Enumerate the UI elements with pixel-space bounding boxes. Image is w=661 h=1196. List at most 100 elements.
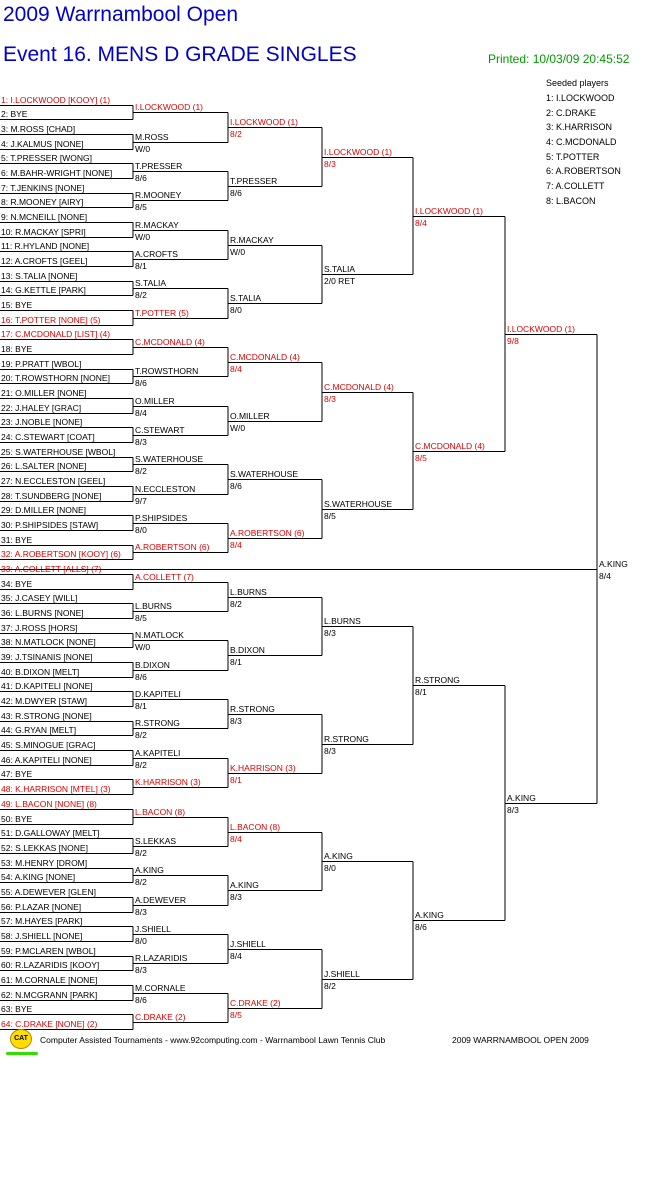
match-score: 8/5 [230,1010,242,1020]
match-score: 8/6 [135,173,147,183]
draw-entry: 2: BYE [1,109,28,119]
match-score: 8/3 [230,716,242,726]
draw-entry: 56: P.LAZAR [NONE] [1,902,81,912]
draw-entry: 5: T.PRESSER [WONG] [1,153,92,163]
seeded-player: 5: T.POTTER [546,152,600,162]
draw-entry: 21: O.MILLER [NONE] [1,388,87,398]
winner-name: C.MCDONALD (4) [135,337,205,347]
winner-name: S.TALIA [324,264,355,274]
draw-entry: 46: A.KAPITELI [NONE] [1,755,92,765]
winner-name: A.ROBERTSON (6) [230,528,305,538]
winner-name: A.ROBERTSON (6) [135,542,210,552]
winner-name: P.SHIPSIDES [135,513,188,523]
match-score: 8/6 [135,995,147,1005]
match-score: 8/3 [324,628,336,638]
draw-entry: 64: C.DRAKE [NONE] (2) [1,1019,98,1029]
draw-entry: 55: A.DEWEVER [GLEN] [1,887,96,897]
winner-name: S.WATERHOUSE [135,454,203,464]
seeded-player: 4: C.MCDONALD [546,137,617,147]
winner-name: N.MATLOCK [135,630,184,640]
match-score: W/0 [230,247,245,257]
winner-name: I.LOCKWOOD (1) [324,147,392,157]
winner-name: C.MCDONALD (4) [415,441,485,451]
match-score: 8/0 [324,863,336,873]
winner-name: J.SHIELL [135,924,171,934]
winner-name: K.HARRISON (3) [230,763,296,773]
seeded-player: 8: L.BACON [546,196,596,206]
draw-entry: 3: M.ROSS [CHAD] [1,124,75,134]
match-score: W/0 [135,144,150,154]
draw-entry: 13: S.TALIA [NONE] [1,271,77,281]
draw-entry: 31: BYE [1,535,33,545]
winner-name: S.TALIA [135,278,166,288]
draw-entry: 37: J.ROSS [HORS] [1,623,78,633]
match-score: 8/5 [135,202,147,212]
match-score: 8/4 [230,834,242,844]
match-score: 8/3 [135,437,147,447]
match-score: 8/5 [415,453,427,463]
draw-entry: 61: M.CORNALE [NONE] [1,975,97,985]
match-score: 2/0 RET [324,276,355,286]
winner-name: C.MCDONALD (4) [230,352,300,362]
winner-name: C.DRAKE (2) [230,998,281,1008]
winner-name: S.LEKKAS [135,836,176,846]
draw-entry: 50: BYE [1,814,33,824]
match-score: 8/4 [135,408,147,418]
match-score: 8/6 [230,188,242,198]
winner-name: J.SHIELL [230,939,266,949]
match-score: 8/3 [135,965,147,975]
winner-name: L.BACON (8) [135,807,185,817]
winner-name: R.STRONG [415,675,460,685]
winner-name: L.BURNS [135,601,172,611]
match-score: 8/6 [415,922,427,932]
seeded-player: 2: C.DRAKE [546,108,597,118]
draw-entry: 29: D.MILLER [NONE] [1,505,86,515]
match-score: 9/8 [507,336,519,346]
draw-entry: 20: T.ROWSTHORN [NONE] [1,373,110,383]
draw-entry: 26: L.SALTER [NONE] [1,461,86,471]
match-score: 8/2 [135,466,147,476]
seeded-player: 1: I.LOCKWOOD [546,93,615,103]
draw-entry: 57: M.HAYES [PARK] [1,916,82,926]
winner-name: R.MACKAY [135,220,179,230]
winner-name: A.KAPITELI [135,748,180,758]
winner-name: L.BURNS [324,616,361,626]
match-score: 8/6 [230,481,242,491]
match-score: 8/3 [324,746,336,756]
match-score: 8/6 [135,378,147,388]
match-score: 8/4 [230,540,242,550]
draw-entry: 11: R.HYLAND [NONE] [1,241,89,251]
match-score: 8/2 [324,981,336,991]
winner-name: A.KING [135,865,164,875]
winner-name: I.LOCKWOOD (1) [507,324,575,334]
draw-entry: 9: N.MCNEILL [NONE] [1,212,87,222]
winner-name: D.KAPITELI [135,689,181,699]
draw-entry: 40: B.DIXON [MELT] [1,667,79,677]
draw-entry: 54: A.KING [NONE] [1,872,75,882]
seeded-player: 7: A.COLLETT [546,181,605,191]
winner-name: C.STEWART [135,425,185,435]
draw-entry: 24: C.STEWART [COAT] [1,432,95,442]
winner-name: R.MOONEY [135,190,182,200]
match-score: 8/4 [230,364,242,374]
match-score: 8/3 [324,159,336,169]
draw-entry: 28: T.SUNDBERG [NONE] [1,491,101,501]
match-score: 8/1 [135,701,147,711]
draw-entry: 42: M.DWYER [STAW] [1,696,87,706]
draw-entry: 15: BYE [1,300,33,310]
draw-entry: 10: R.MACKAY [SPRI] [1,227,86,237]
winner-name: N.ECCLESTON [135,484,195,494]
match-score: 8/4 [230,951,242,961]
match-score: 8/1 [135,261,147,271]
match-score: W/0 [135,232,150,242]
match-score: W/0 [230,423,245,433]
draw-entry: 34: BYE [1,579,33,589]
match-score: 8/0 [135,936,147,946]
winner-name: R.LAZARIDIS [135,953,188,963]
draw-entry: 52: S.LEKKAS [NONE] [1,843,88,853]
winner-name: A.DEWEVER [135,895,186,905]
draw-entry: 51: D.GALLOWAY [MELT] [1,828,99,838]
tournament-title: 2009 Warrnambool Open [3,3,239,26]
cat-logo-icon: CAT [10,1029,32,1049]
